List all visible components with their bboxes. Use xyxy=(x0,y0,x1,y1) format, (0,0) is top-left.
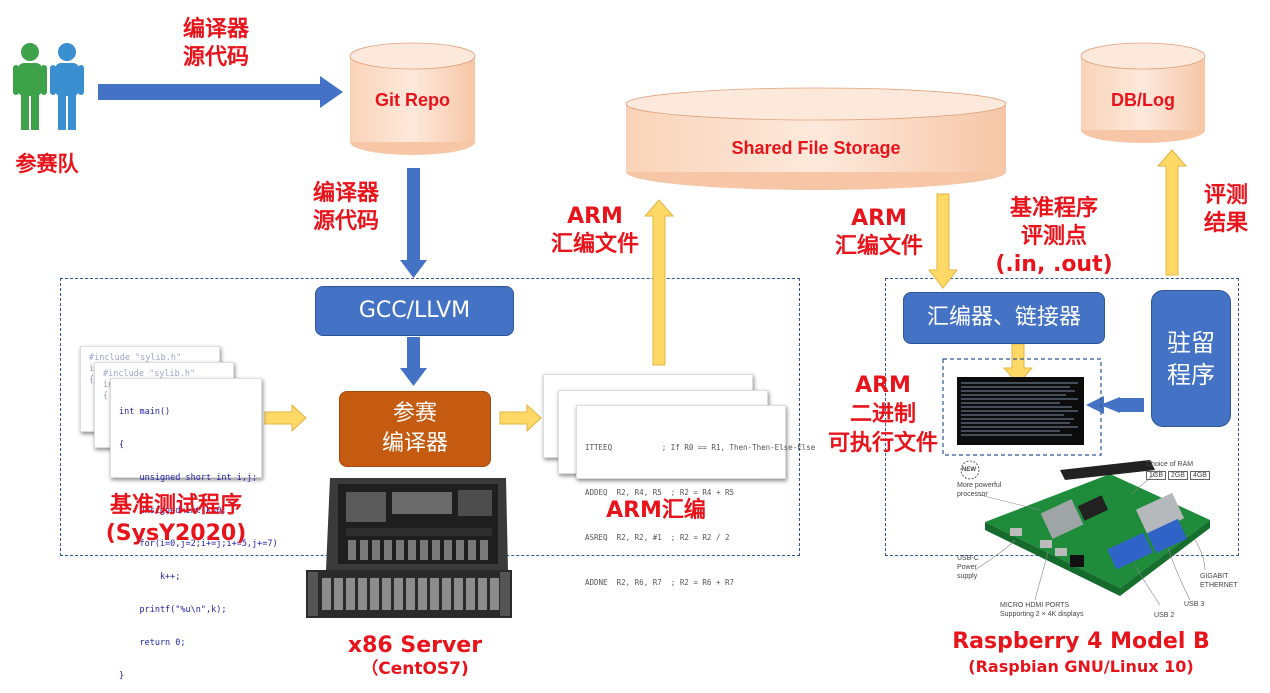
label-source-top: 编译器源代码 xyxy=(182,17,249,70)
git-repo-label: Git Repo xyxy=(375,90,450,110)
contest-compiler-box: 参赛编译器 xyxy=(339,391,491,467)
arrow-storage-down-to-assembler xyxy=(927,193,959,289)
rpi-os-caption: (Raspbian GNU/Linux 10) xyxy=(968,657,1194,676)
arrow-assembler-to-screen xyxy=(1002,343,1034,385)
code-line: { xyxy=(119,440,125,450)
arrow-git-to-gcc xyxy=(400,168,427,278)
assembler-linker-box: 汇编器、链接器 xyxy=(903,292,1105,344)
benchmark-caption: 基准测试程序(SysY2020) xyxy=(105,493,247,546)
code-line: unsigned int k=0; xyxy=(119,506,227,516)
asm-page-front: ITTEEQ ; If R0 == R1, Then-Then-Else-Els… xyxy=(576,405,816,587)
rpi-usb2: USB 2 xyxy=(1154,612,1175,619)
arrow-asm-up-to-storage xyxy=(643,199,675,366)
code-line: for(i=0,j=2;i+=j;i+=5,j+=7) xyxy=(119,539,278,549)
rpi-ram-options: 1GB 2GB 4GB xyxy=(1146,471,1210,480)
terminal-screen-frame xyxy=(942,358,1102,456)
asm-line: ADDEQ R2, R4, R5 ; R2 = R4 + R5 xyxy=(585,488,735,497)
code-line: return 0; xyxy=(119,638,186,648)
gcc-llvm-box: GCC/LLVM xyxy=(315,286,514,336)
label-source-down: 编译器源代码 xyxy=(312,181,379,234)
arrow-compiler-to-asm xyxy=(499,403,542,433)
arrow-resident-up-to-db xyxy=(1156,149,1188,276)
code-line: unsigned short int i,j; xyxy=(119,473,258,483)
team-label: 参赛队 xyxy=(15,152,79,176)
label-benchmark-points: 基准程序评测点(.in, .out) xyxy=(995,196,1113,277)
arrow-resident-to-screen xyxy=(1086,396,1144,414)
arrow-code-to-compiler xyxy=(264,403,307,433)
rpi-usb3: USB 3 xyxy=(1184,601,1205,608)
rpi-choice-ram: Choice of RAM xyxy=(1146,461,1194,468)
arm-asm-caption: ARM汇编 xyxy=(606,498,706,523)
code-line: k++; xyxy=(119,572,181,582)
label-eval-result: 评测结果 xyxy=(1203,183,1248,236)
db-log-label: DB/Log xyxy=(1111,90,1175,110)
raspberry-pi-image xyxy=(960,460,1210,606)
code-page-front: int main() { unsigned short int i,j; uns… xyxy=(110,378,278,681)
asm-line: ADDNE R2, R6, R7 ; R2 = R6 + R7 xyxy=(585,578,735,587)
asm-line: ITTEEQ ; If R0 == R1, Then-Then-Else-Els… xyxy=(585,443,816,452)
rpi-new-badge: NEW xyxy=(962,467,976,473)
shared-storage-cylinder xyxy=(625,87,1007,190)
db-log-cylinder xyxy=(1080,42,1206,143)
code-line: int main() xyxy=(119,407,171,417)
rpi-model-caption: Raspberry 4 Model B xyxy=(952,629,1210,654)
code-line: printf("%u\n",k); xyxy=(119,605,227,615)
shared-storage-label: Shared File Storage xyxy=(731,138,901,158)
arrow-team-to-git xyxy=(98,76,343,108)
x86-os-caption: （CentOS7) xyxy=(361,659,469,679)
arrow-gcc-to-compiler xyxy=(400,337,427,386)
resident-program-box: 驻留程序 xyxy=(1151,290,1231,427)
x86-server-image xyxy=(306,478,512,618)
git-repo-cylinder xyxy=(349,42,476,155)
team-people-icon xyxy=(13,43,84,130)
x86-server-caption: x86 Server xyxy=(347,633,483,658)
code-line: } xyxy=(119,671,125,681)
asm-line: ASREQ R2, R2, #1 ; R2 = R2 / 2 xyxy=(585,533,730,542)
